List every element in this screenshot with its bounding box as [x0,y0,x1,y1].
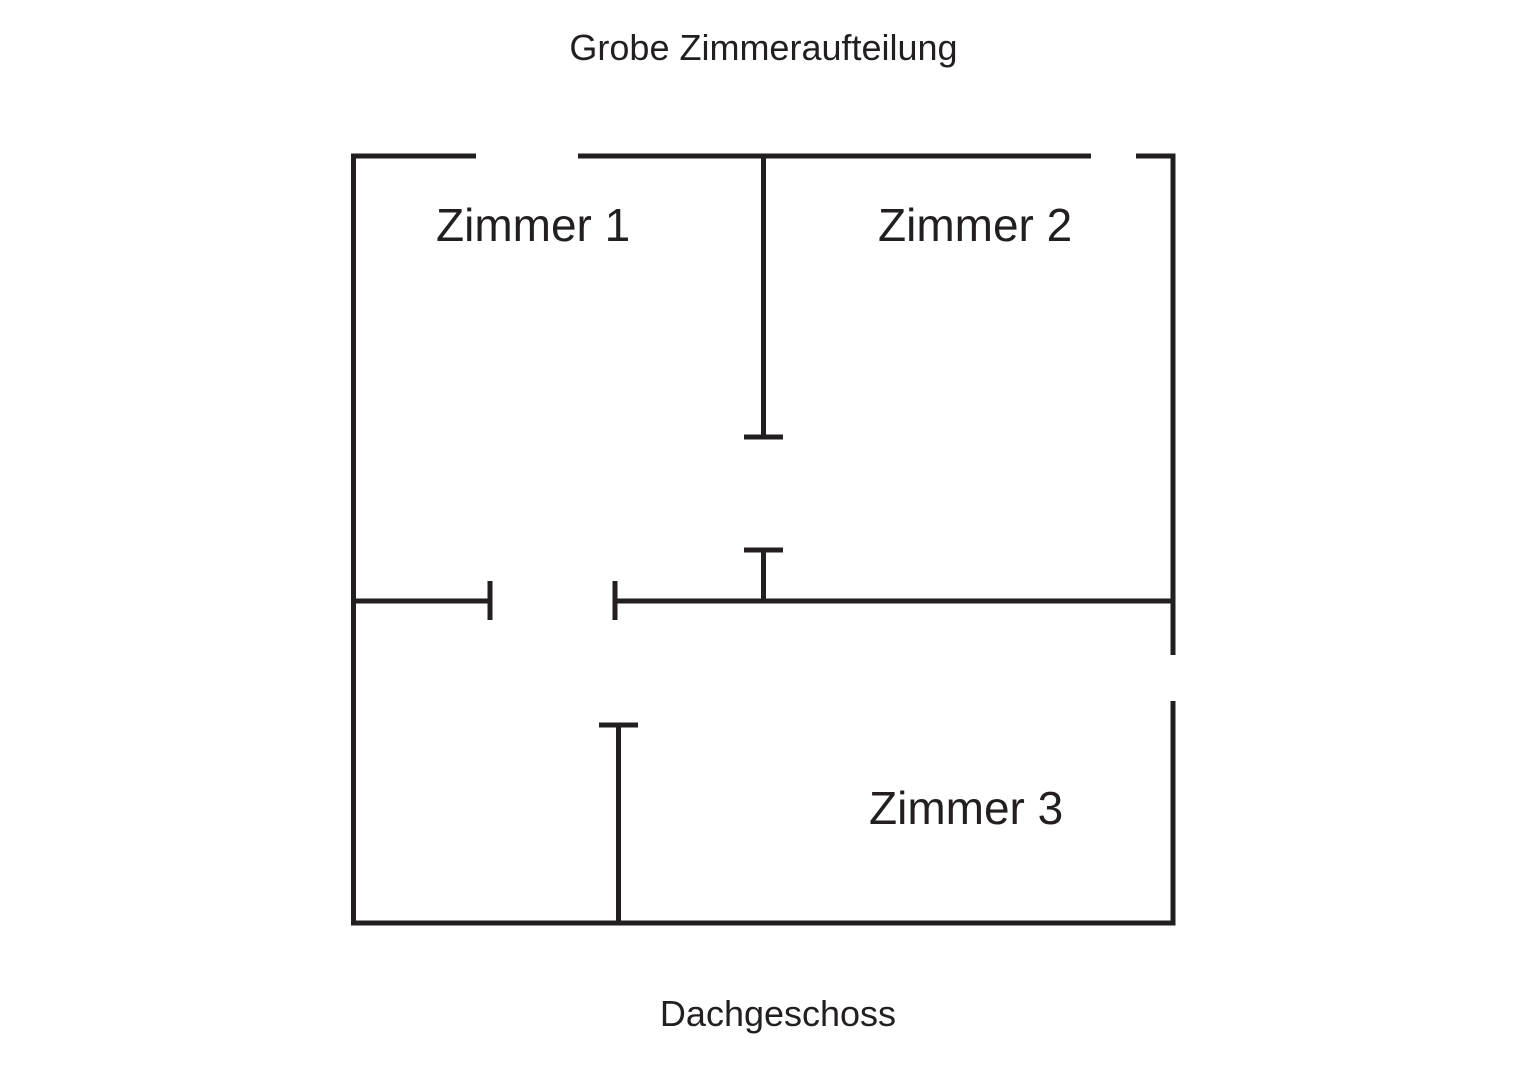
room-label-zimmer-3: Zimmer 3 [869,782,1064,834]
room-label-zimmer-1: Zimmer 1 [436,199,631,251]
floor-label: Dachgeschoss [659,993,897,1034]
room-label-zimmer-2: Zimmer 2 [878,199,1073,251]
diagram-title: Grobe Zimmeraufteilung [569,27,958,68]
